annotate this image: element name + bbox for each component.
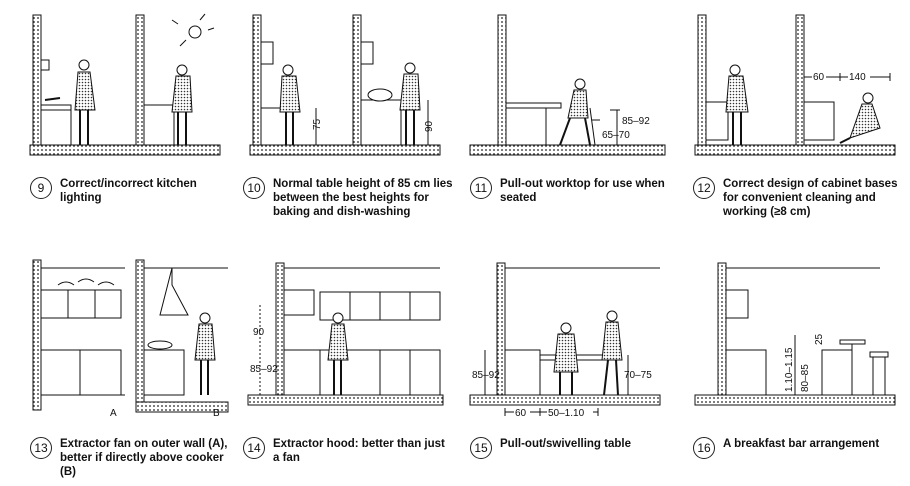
number-badge: 9 bbox=[30, 177, 52, 199]
caption-text: Extractor fan on outer wall (A), better … bbox=[60, 438, 228, 478]
number-badge: 12 bbox=[693, 177, 715, 199]
p11-dim-65-70: 65–70 bbox=[602, 130, 630, 141]
number-badge: 15 bbox=[470, 437, 492, 459]
caption-13: 13 Extractor fan on outer wall (A), bett… bbox=[30, 437, 235, 479]
panel-16-drawing: 1.10–1.15 80–85 25 bbox=[694, 262, 896, 406]
panel-13-drawing: A B bbox=[32, 259, 229, 419]
panel-11-drawing: 85–92 65–70 bbox=[469, 14, 666, 156]
panel-9-drawing bbox=[29, 13, 221, 156]
p13-label-b: B bbox=[213, 408, 220, 419]
number-badge: 11 bbox=[470, 177, 492, 199]
number-badge: 10 bbox=[243, 177, 265, 199]
caption-text: Correct/incorrect kitchen lighting bbox=[60, 178, 197, 204]
p16-dim-80-85: 80–85 bbox=[800, 364, 811, 392]
panel-12-drawing: 60 140 bbox=[694, 14, 896, 156]
panel-10-drawing: 75 90 bbox=[249, 14, 441, 156]
caption-9: 9 Correct/incorrect kitchen lighting bbox=[30, 177, 230, 205]
number-badge: 16 bbox=[693, 437, 715, 459]
p15-dim-60: 60 bbox=[515, 408, 527, 419]
panel-14-drawing: 90 85–92 bbox=[247, 262, 444, 406]
p14-dim-90: 90 bbox=[253, 327, 265, 338]
p12-dim-60: 60 bbox=[813, 72, 825, 83]
panel-15-drawing: 85–92 70–75 60 50–1.10 bbox=[469, 262, 661, 419]
caption-text: Extractor hood: better than just a fan bbox=[273, 438, 445, 464]
p12-dim-140: 140 bbox=[849, 72, 866, 83]
p10-dim-90: 90 bbox=[424, 120, 435, 132]
caption-10: 10 Normal table height of 85 cm lies bet… bbox=[243, 177, 458, 219]
number-badge: 14 bbox=[243, 437, 265, 459]
caption-12: 12 Correct design of cabinet bases for c… bbox=[693, 177, 903, 219]
p13-label-a: A bbox=[110, 408, 117, 419]
p15-dim-85-92: 85–92 bbox=[472, 370, 500, 381]
p15-dim-50-110: 50–1.10 bbox=[548, 408, 585, 419]
caption-text: Pull-out/swivelling table bbox=[500, 438, 631, 450]
p15-dim-70-75: 70–75 bbox=[624, 370, 652, 381]
caption-15: 15 Pull-out/swivelling table bbox=[470, 437, 680, 459]
caption-16: 16 A breakfast bar arrangement bbox=[693, 437, 903, 459]
caption-text: Pull-out worktop for use when seated bbox=[500, 178, 665, 204]
p16-dim-110-115: 1.10–1.15 bbox=[784, 347, 795, 392]
caption-text: A breakfast bar arrangement bbox=[723, 438, 880, 450]
p11-dim-85-92: 85–92 bbox=[622, 116, 650, 127]
p14-dim-85-92: 85–92 bbox=[250, 364, 278, 375]
caption-14: 14 Extractor hood: better than just a fa… bbox=[243, 437, 453, 465]
caption-text: Correct design of cabinet bases for conv… bbox=[723, 178, 898, 218]
p16-dim-25: 25 bbox=[814, 333, 825, 345]
caption-11: 11 Pull-out worktop for use when seated bbox=[470, 177, 670, 205]
p10-dim-75: 75 bbox=[312, 118, 323, 130]
caption-text: Normal table height of 85 cm lies betwee… bbox=[273, 178, 453, 218]
number-badge: 13 bbox=[30, 437, 52, 459]
